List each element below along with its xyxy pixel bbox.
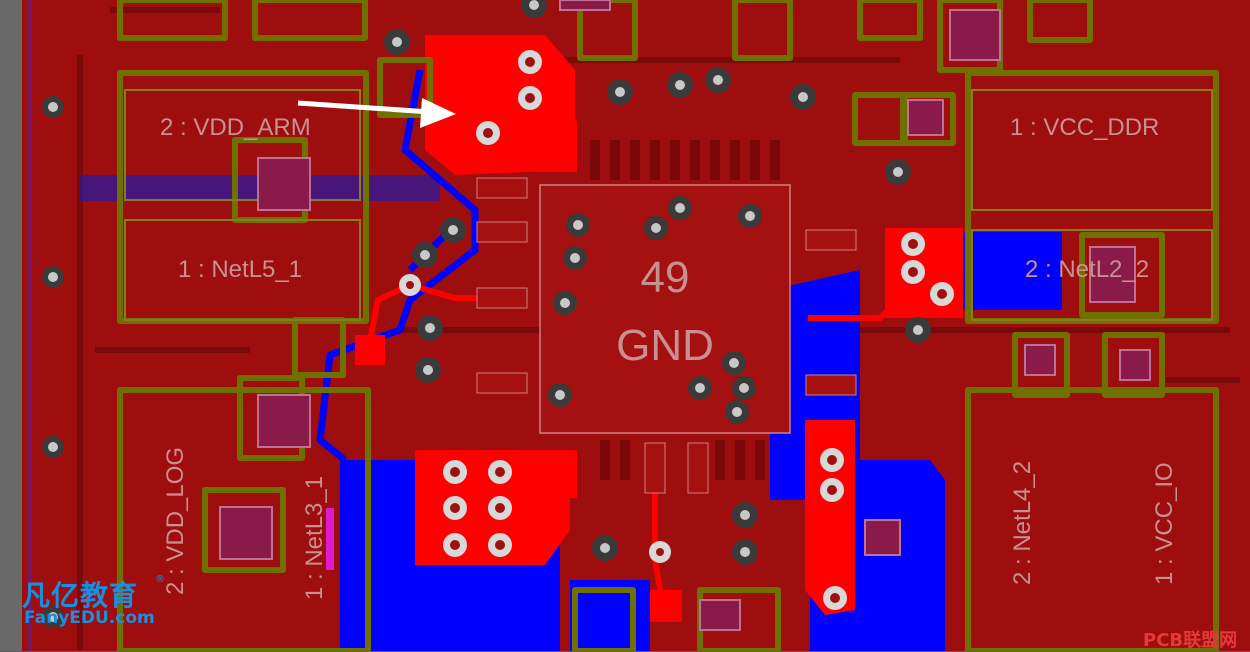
watermark-corner: PCB联盟网 (1143, 630, 1238, 651)
label-netl3-1: 1 : NetL3_1 (301, 476, 328, 600)
watermark-brand-cn: 凡亿教育 (22, 579, 139, 612)
silkscreen-thin (124, 89, 1213, 321)
watermark-registered-mark: ® (155, 574, 165, 585)
copper-vias (399, 50, 954, 610)
smd-pads (219, 0, 1151, 631)
board-edge-strip (0, 0, 22, 651)
watermark-brand-en: FanyEDU.com (24, 608, 155, 628)
label-vcc-io: 1 : VCC_IO (1151, 462, 1178, 585)
label-vdd-log: 2 : VDD_LOG (162, 447, 189, 595)
ic-pins (476, 177, 857, 494)
board-marker (326, 508, 334, 570)
via-holes (42, 0, 931, 628)
label-vcc-ddr: 1 : VCC_DDR (1010, 114, 1159, 141)
arrow-right-icon (297, 98, 456, 128)
label-netl4-2: 2 : NetL4_2 (1009, 461, 1036, 585)
label-vdd-arm: 2 : VDD_ARM (160, 114, 311, 141)
ic-pin-fingers (590, 140, 780, 480)
center-pad-net: GND (616, 321, 714, 370)
center-pad-number: 49 (641, 253, 690, 302)
label-netl2-2: 2 : NetL2_2 (1025, 256, 1149, 283)
label-netl5-1: 1 : NetL5_1 (178, 256, 302, 283)
